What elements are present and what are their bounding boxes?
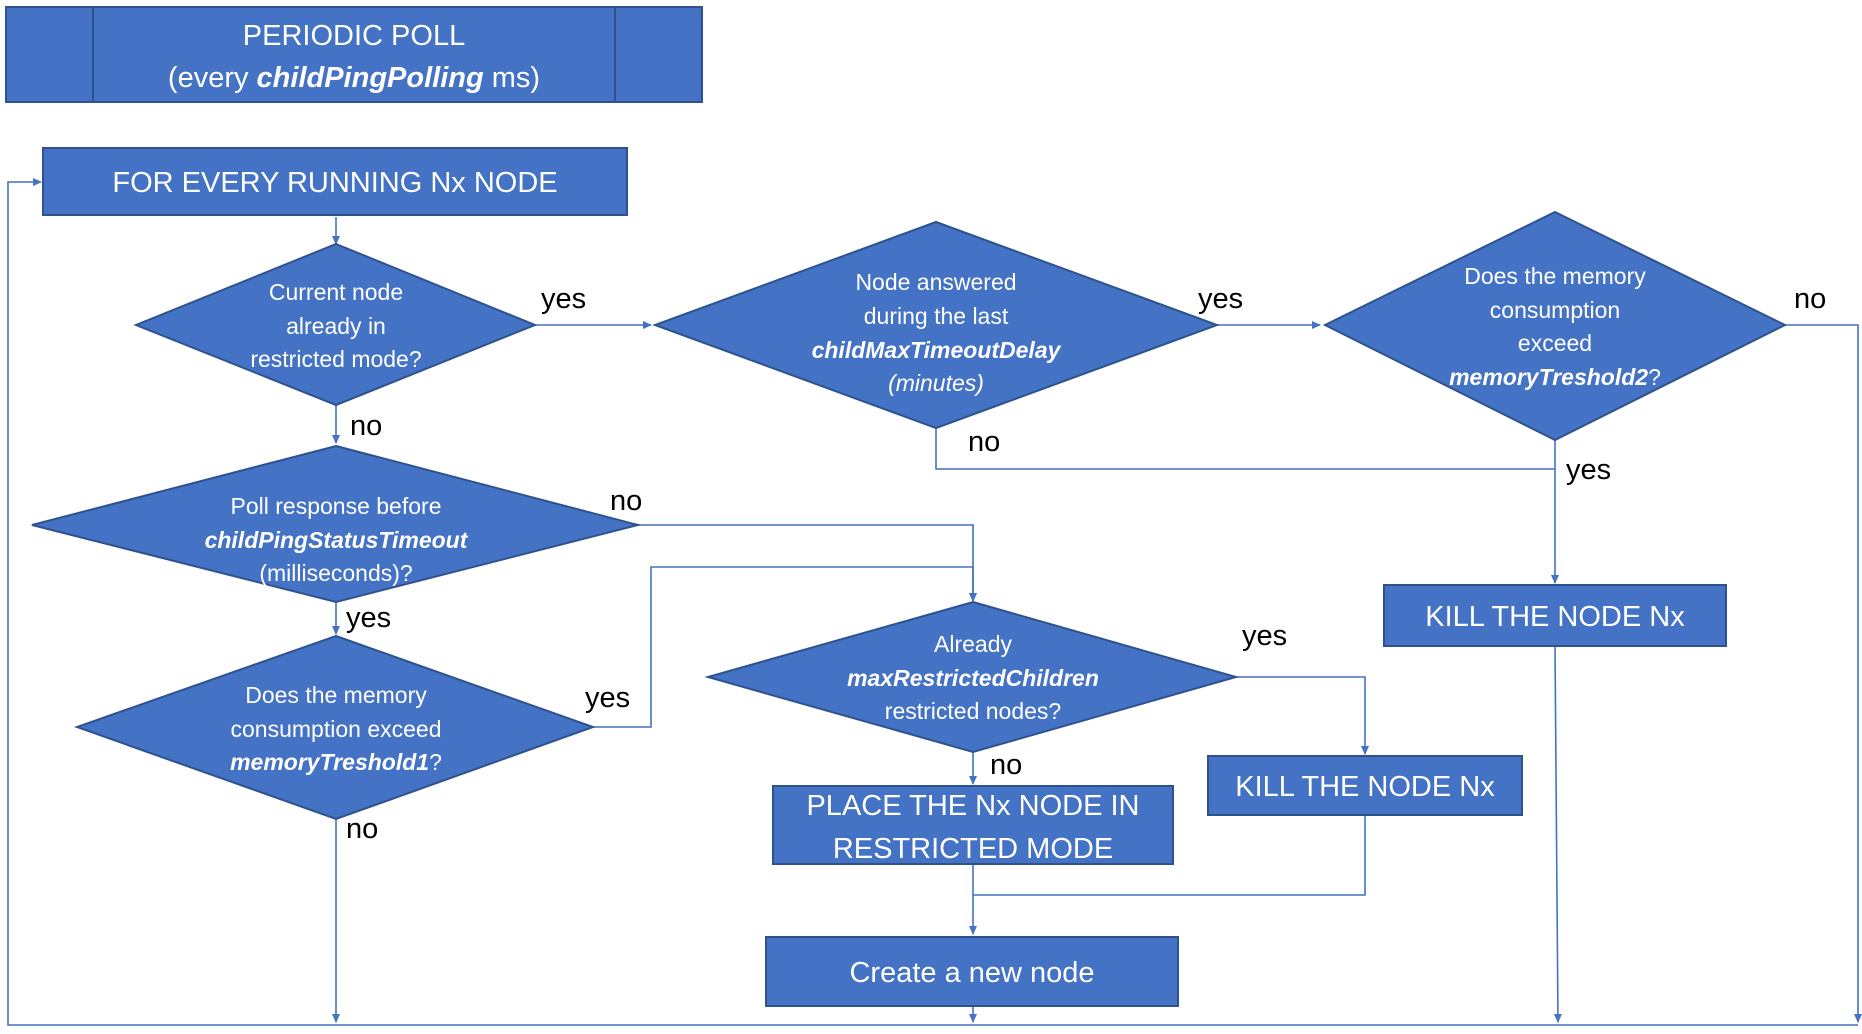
label-already-no: no (990, 749, 1022, 781)
label-restricted-no: no (350, 410, 382, 442)
decision-memory-treshold2: Does the memory consumption exceed memor… (1322, 210, 1788, 442)
decision-memory2-suffix: ? (1648, 364, 1661, 390)
decision-already-param: maxRestrictedChildren (847, 665, 1099, 691)
action-kill-top-label: KILL THE NODE Nx (1425, 601, 1685, 633)
periodic-poll-param: childPingPolling (257, 62, 484, 94)
decision-restricted-line2: already in (286, 313, 386, 339)
decision-answered-param: childMaxTimeoutDelay (812, 337, 1062, 363)
decision-memory1-line2: consumption exceed (231, 716, 442, 742)
label-poll-yes: yes (346, 602, 391, 634)
action-place-line1: PLACE THE Nx NODE IN (806, 790, 1139, 822)
decision-memory2-line1: Does the memory (1464, 263, 1646, 289)
action-place-restricted: PLACE THE Nx NODE IN RESTRICTED MODE (772, 785, 1174, 865)
action-kill-node-top: KILL THE NODE Nx (1383, 584, 1727, 647)
label-memory2-no: no (1794, 283, 1826, 315)
action-create-label: Create a new node (849, 957, 1094, 989)
periodic-poll-title: PERIODIC POLL (243, 20, 465, 52)
decision-memory-treshold1: Does the memory consumption exceed memor… (73, 634, 596, 821)
label-answered-no: no (968, 426, 1000, 458)
decision-memory2-line2: consumption (1490, 297, 1620, 323)
decision-poll-response: Poll response before childPingStatusTime… (31, 444, 642, 604)
edge-labels: yes no yes no no yes no yes yes no yes n… (346, 283, 1826, 845)
periodic-poll-prefix: (every (168, 62, 257, 94)
decision-answered-unit: (minutes) (888, 370, 984, 396)
svg-text:memoryTreshold1?: memoryTreshold1? (230, 749, 442, 775)
decision-memory1-param: memoryTreshold1 (230, 749, 429, 775)
connector-memory1-yes (593, 566, 977, 728)
decision-memory1-suffix: ? (429, 749, 442, 775)
svg-text:memoryTreshold2?: memoryTreshold2? (1449, 364, 1661, 390)
action-place-line2: RESTRICTED MODE (833, 833, 1113, 865)
periodic-poll-box: PERIODIC POLL (every childPingPolling ms… (5, 6, 703, 103)
decision-poll-line1: Poll response before (231, 493, 442, 519)
decision-node-answered: Node answered during the last childMaxTi… (652, 220, 1220, 430)
decision-memory2-line3: exceed (1518, 330, 1592, 356)
loop-box: FOR EVERY RUNNING Nx NODE (42, 147, 628, 216)
decision-already-max-restricted: Already maxRestrictedChildren restricted… (704, 600, 1240, 754)
connector-kill-top-down (1553, 645, 1562, 1023)
decision-memory1-line1: Does the memory (245, 682, 427, 708)
decision-already-line3: restricted nodes? (885, 698, 1061, 724)
label-already-yes: yes (1242, 620, 1287, 652)
label-memory1-yes: yes (585, 682, 630, 714)
decision-poll-unit: (milliseconds)? (259, 560, 412, 586)
decision-already-line1: Already (934, 631, 1012, 657)
svg-text:(every childPingPolling ms): (every childPingPolling ms) (168, 62, 540, 94)
label-restricted-yes: yes (541, 283, 586, 315)
label-answered-yes: yes (1198, 283, 1243, 315)
connector-memory2-no (1785, 324, 1862, 1023)
action-kill-mid-label: KILL THE NODE Nx (1235, 771, 1495, 803)
loop-box-label: FOR EVERY RUNNING Nx NODE (112, 167, 557, 199)
decision-poll-param: childPingStatusTimeout (205, 527, 469, 553)
decision-restricted-mode: Current node already in restricted mode? (133, 242, 538, 407)
decision-memory2-param: memoryTreshold2 (1449, 364, 1648, 390)
connector-answered-no (935, 428, 1555, 470)
label-memory2-yes: yes (1566, 454, 1611, 486)
label-memory1-no: no (346, 813, 378, 845)
connector-loop-return (7, 178, 1858, 1026)
connector-poll-no (638, 524, 977, 602)
connector-already-yes (1236, 676, 1369, 755)
label-poll-no: no (610, 485, 642, 517)
decision-answered-line1: Node answered (855, 269, 1016, 295)
decision-answered-line2: during the last (864, 303, 1009, 329)
connectors (7, 178, 1862, 1026)
decision-restricted-line1: Current node (269, 279, 403, 305)
decision-restricted-line3: restricted mode? (250, 346, 421, 372)
svg-text:PERIODIC POLL: PERIODIC POLL (243, 20, 465, 52)
action-create-node: Create a new node (765, 936, 1179, 1007)
periodic-poll-suffix: ms) (484, 62, 540, 94)
connector-kill-mid-to-create (973, 815, 1366, 896)
action-kill-node-mid: KILL THE NODE Nx (1207, 755, 1523, 816)
